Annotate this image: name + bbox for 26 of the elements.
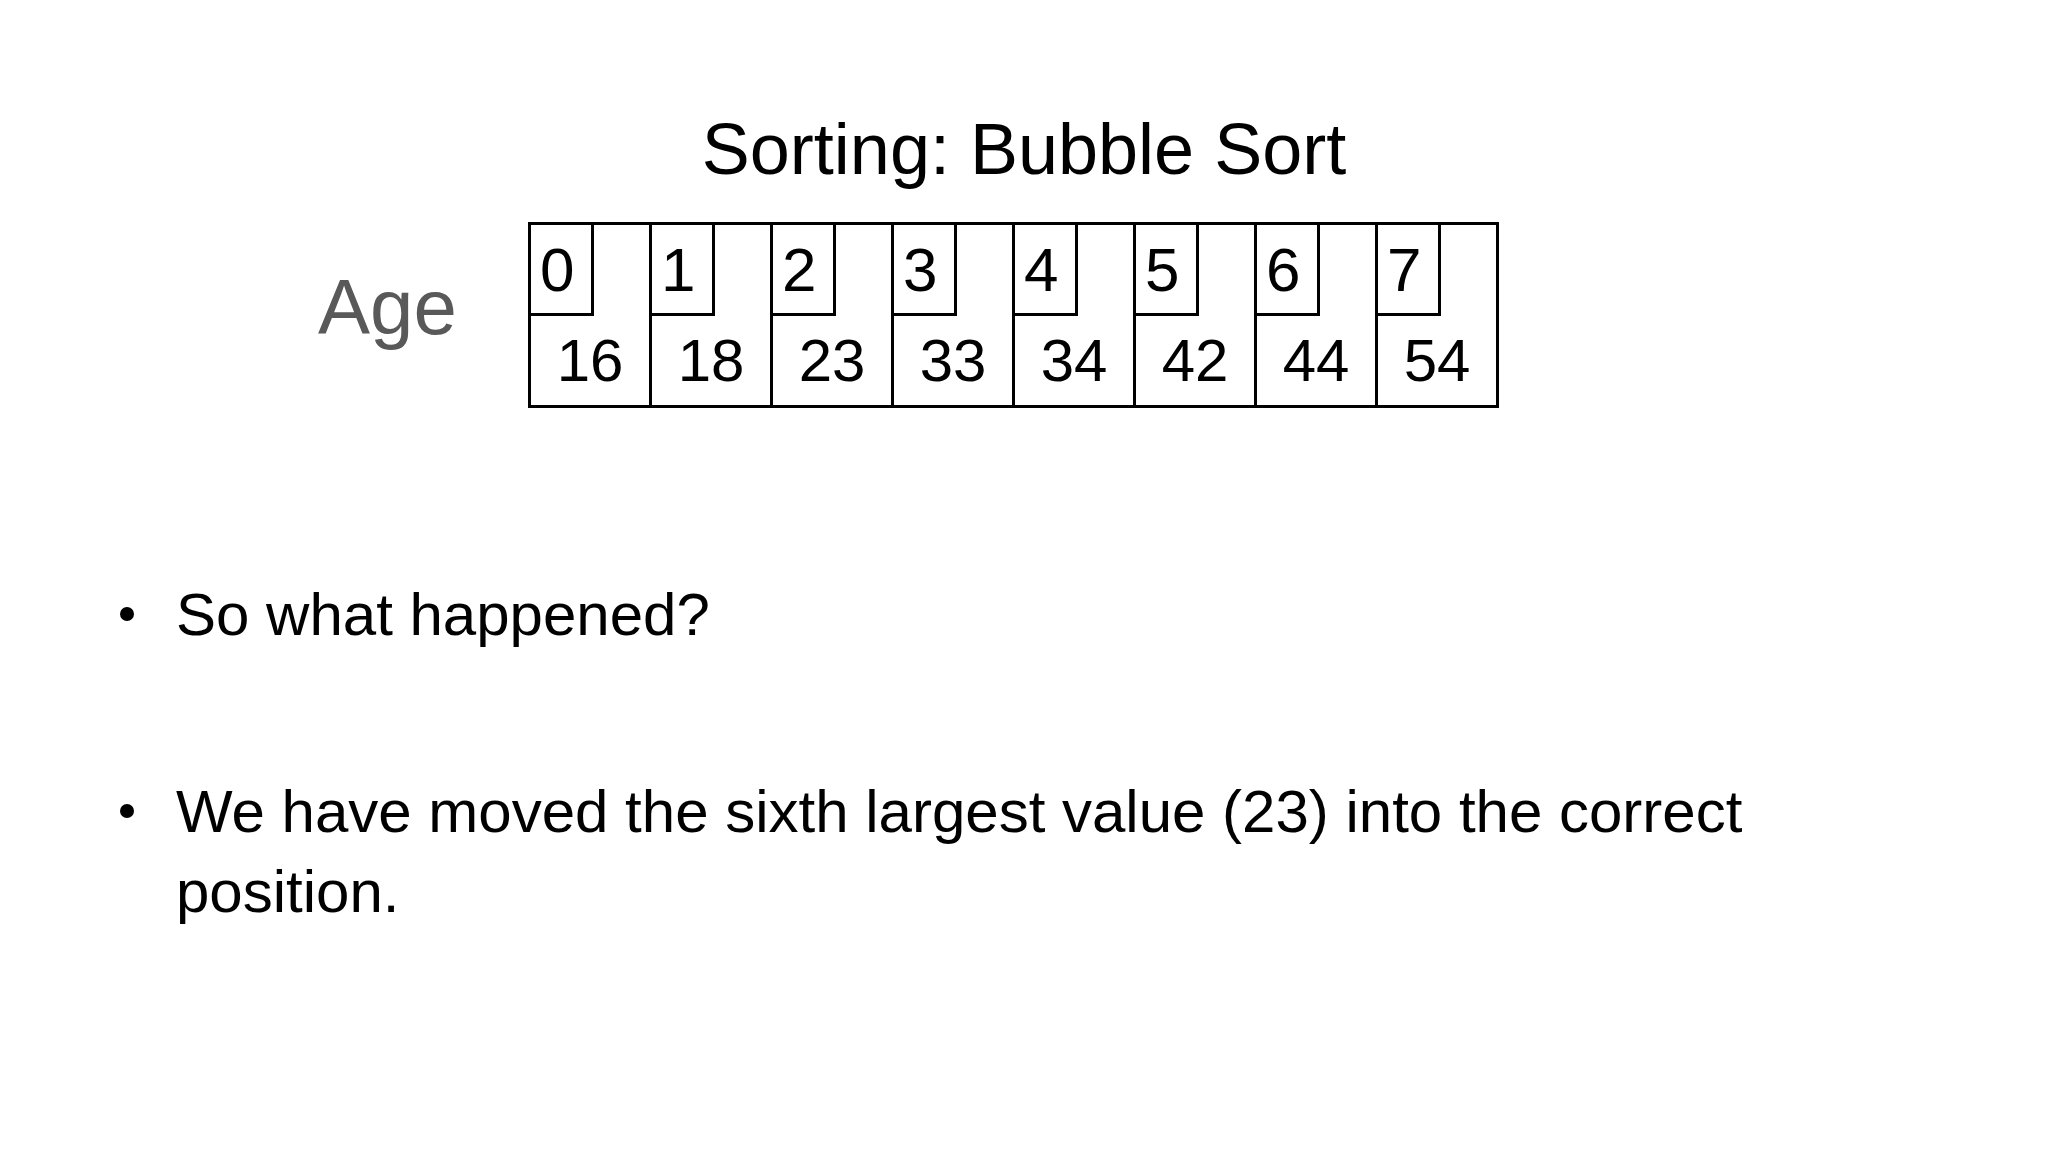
array-cell — [1375, 222, 1499, 408]
cell-value: 34 — [1039, 331, 1109, 391]
bullet-text: We have moved the sixth largest value (23) into the correct position. — [176, 777, 1744, 927]
cell-value: 42 — [1160, 331, 1230, 391]
index-box: 0 — [528, 222, 594, 316]
index-box: 4 — [1012, 222, 1078, 316]
array-cell — [528, 222, 652, 408]
index-box: 5 — [1133, 222, 1199, 316]
cell-value: 44 — [1281, 331, 1351, 391]
array-cell — [1254, 222, 1378, 408]
array-cell — [770, 222, 894, 408]
index-box: 7 — [1375, 222, 1441, 316]
index-box: 6 — [1254, 222, 1320, 316]
cell-value: 33 — [918, 331, 988, 391]
cell-value: 54 — [1402, 331, 1472, 391]
cell-value: 18 — [676, 331, 746, 391]
cell-value: 16 — [555, 331, 625, 391]
array-cell — [1012, 222, 1136, 408]
bullet-text: So what happened? — [176, 580, 711, 650]
cell-value: 23 — [797, 331, 867, 391]
array-cell — [891, 222, 1015, 408]
index-box: 2 — [770, 222, 836, 316]
array-cell — [649, 222, 773, 408]
array-cell — [1133, 222, 1257, 408]
index-box: 3 — [891, 222, 957, 316]
index-box: 1 — [649, 222, 715, 316]
